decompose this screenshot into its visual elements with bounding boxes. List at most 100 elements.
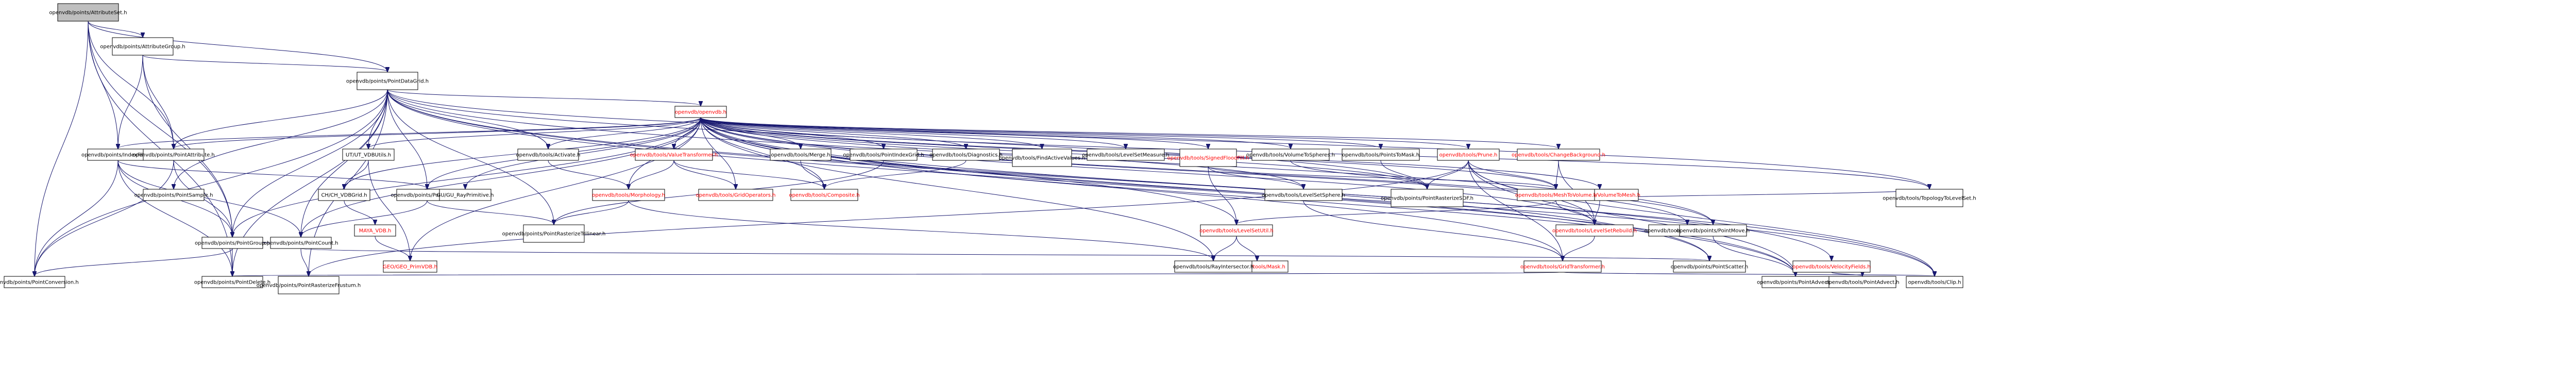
dependency-edge xyxy=(548,117,701,148)
node-label: openvdb/tools/Prune.h xyxy=(1439,153,1498,158)
node-n8[interactable]: openvdb/points/PointGroup.h xyxy=(195,237,270,249)
node-label: openvdb/tools/LevelSetSphere.h xyxy=(1262,193,1345,199)
node-label: openvdb/tools/LevelSetUtil.h xyxy=(1199,228,1274,234)
node-n16[interactable]: MAYA_VDB.h xyxy=(354,224,396,237)
node-label: openvdb/points/PointGroup.h xyxy=(195,241,270,246)
node-n20[interactable]: openvdb/tools/ValueTransformer.h xyxy=(630,148,718,161)
node-n9[interactable]: openvdb/points/PointDelete.h xyxy=(194,276,270,288)
node-label: GEO/GEO_PrimVDB.h xyxy=(383,265,437,270)
dependency-edge xyxy=(700,117,1468,148)
dependency-edge xyxy=(700,117,1713,224)
dependency-edge xyxy=(232,272,1563,276)
dependency-edge xyxy=(1468,160,1556,189)
node-n37[interactable]: openvdb/tools/MeshToVolume.h xyxy=(1515,189,1597,201)
node-n33[interactable]: openvdb/tools/ChangeBackground.h xyxy=(1512,148,1605,161)
dependency-edge xyxy=(700,117,1595,224)
node-n1[interactable]: openvdb/points/AttributeGroup.h xyxy=(100,37,185,56)
dependency-edge xyxy=(117,160,301,237)
node-label: openvdb/tools/GridOperators.h xyxy=(696,193,776,199)
dependency-edge xyxy=(554,200,629,224)
node-n22[interactable]: openvdb/tools/GridOperators.h xyxy=(696,189,776,201)
node-n44[interactable]: openvdb/points/PointScatter.h xyxy=(1671,260,1749,273)
node-n10[interactable]: openvdb/points/PointCount.h xyxy=(263,237,338,249)
node-n47[interactable]: openvdb/tools/Clip.h xyxy=(1906,276,1963,288)
dependency-edge xyxy=(387,89,427,189)
node-n18[interactable]: GU/GU_RayPrimitive.h xyxy=(437,189,494,201)
dependency-edge xyxy=(700,117,736,189)
node-n48[interactable]: openvdb/tools/VelocityFields.h xyxy=(1792,260,1871,273)
dependency-edge xyxy=(628,200,1213,260)
dependency-edge xyxy=(88,21,232,237)
dependency-edge xyxy=(700,117,1381,148)
node-label: openvdb/tools/Clip.h xyxy=(1908,280,1961,286)
node-n25[interactable]: openvdb/tools/PointIndexGrid.h xyxy=(843,148,924,161)
node-n29[interactable]: openvdb/tools/SignedFloodFill.h xyxy=(1167,148,1249,167)
dependency-edge xyxy=(300,248,1709,260)
dependency-edge xyxy=(368,89,388,148)
dependency-edge xyxy=(344,200,375,224)
node-label: openvdb/points/IndexFilter.h xyxy=(81,153,155,158)
node-n27[interactable]: openvdb/tools/FindActiveValues.h xyxy=(998,148,1086,167)
dependency-edge xyxy=(174,89,388,189)
node-label: MAYA_VDB.h xyxy=(359,228,392,234)
node-n13[interactable]: openvdb/points/PointRasterizeTrilinear.h xyxy=(502,224,606,243)
node-label: openvdb/points/PointAdvect.h xyxy=(1757,280,1834,286)
dependency-edge xyxy=(1208,166,1556,189)
node-label: openvdb/points/PointMove.h xyxy=(1676,228,1750,234)
node-n24[interactable]: openvdb/tools/Merge.h xyxy=(770,148,832,161)
node-label: openvdb/points/PointMask.h xyxy=(391,193,463,199)
dependency-edge xyxy=(387,89,701,106)
node-n36[interactable]: openvdb/points/PointRasterizeSDF.h xyxy=(1381,189,1473,207)
node-label: openvdb/tools/Diagnostics.h xyxy=(929,153,1003,158)
node-n11[interactable]: openvdb/points/PointRasterizeFrustum.h xyxy=(257,276,361,294)
dependency-edge xyxy=(1563,236,1595,260)
node-n39[interactable]: openvdb/tools/LevelSetUtil.h xyxy=(1199,224,1274,237)
dependency-edge xyxy=(1236,200,1556,224)
node-n43[interactable]: openvdb/tools/GridTransformer.h xyxy=(1520,260,1605,273)
dependency-edge xyxy=(174,117,701,148)
node-n5[interactable]: openvdb/points/PointAttribute.h xyxy=(132,148,215,161)
dependency-edge xyxy=(118,117,701,148)
node-label: UT/UT_VDBUtils.h xyxy=(346,153,391,158)
node-n7[interactable]: openvdb/points/PointConversion.h xyxy=(0,276,79,288)
dependency-edge xyxy=(344,160,369,189)
node-n31[interactable]: openvdb/tools/PointsToMask.h xyxy=(1342,148,1420,161)
dependency-edge xyxy=(674,117,701,148)
node-label: openvdb/tools/RayIntersector.h xyxy=(1173,265,1253,270)
node-n38[interactable]: openvdb/tools/LevelSetRebuild.h xyxy=(1552,224,1637,237)
node-label: openvdb/tools/Activate.h xyxy=(516,153,581,158)
node-n46[interactable]: openvdb/points/PointAdvect.h xyxy=(1757,276,1834,288)
dependency-edge xyxy=(142,55,174,148)
node-n32[interactable]: openvdb/tools/Prune.h xyxy=(1437,148,1500,161)
dependency-edge xyxy=(232,89,388,237)
node-n28[interactable]: openvdb/tools/LevelSetMeasure.h xyxy=(1082,148,1170,161)
dependency-edge xyxy=(387,89,1935,276)
node-n14[interactable]: UT/UT_VDBUtils.h xyxy=(342,148,395,161)
node-n26[interactable]: openvdb/tools/Diagnostics.h xyxy=(929,148,1003,161)
node-label: CH/CH_VDBGrid.h xyxy=(321,193,367,199)
dependency-edge xyxy=(35,21,89,276)
node-n42[interactable]: openvdb/tools/RayIntersector.h xyxy=(1173,260,1253,273)
node-n49[interactable]: openvdb/tools/TopologyToLevelSet.h xyxy=(1883,189,1976,207)
node-label: openvdb/points/PointRasterizeFrustum.h xyxy=(257,283,361,289)
node-n6[interactable]: openvdb/points/PointSample.h xyxy=(134,189,213,201)
node-label: openvdb/tools/Merge.h xyxy=(771,153,830,158)
dependency-edge xyxy=(88,21,387,72)
node-n30[interactable]: openvdb/tools/VolumeToSpheres.h xyxy=(1246,148,1335,161)
dependency-edge xyxy=(142,55,232,237)
dependency-edge xyxy=(1468,160,1795,276)
node-n15[interactable]: CH/CH_VDBGrid.h xyxy=(318,189,370,201)
node-n23[interactable]: openvdb/tools/Composite.h xyxy=(789,189,860,201)
node-n3[interactable]: openvdb/openvdb.h xyxy=(674,106,727,118)
node-n17[interactable]: GEO/GEO_PrimVDB.h xyxy=(383,260,437,273)
dependency-edge xyxy=(700,117,1291,148)
node-label: openvdb/tools/VolumeToMesh.h xyxy=(1559,193,1640,199)
node-n2[interactable]: openvdb/points/PointDataGrid.h xyxy=(346,72,429,90)
node-n50[interactable]: openvdb/tools/PointAdvect.h xyxy=(1825,276,1900,288)
node-n45[interactable]: openvdb/points/PointMove.h xyxy=(1676,224,1750,237)
node-n35[interactable]: openvdb/tools/LevelSetSphere.h xyxy=(1262,189,1345,201)
node-n21[interactable]: openvdb/tools/Morphology.h xyxy=(592,189,665,201)
dependency-edge xyxy=(629,160,674,189)
node-n19[interactable]: openvdb/tools/Activate.h xyxy=(516,148,581,161)
